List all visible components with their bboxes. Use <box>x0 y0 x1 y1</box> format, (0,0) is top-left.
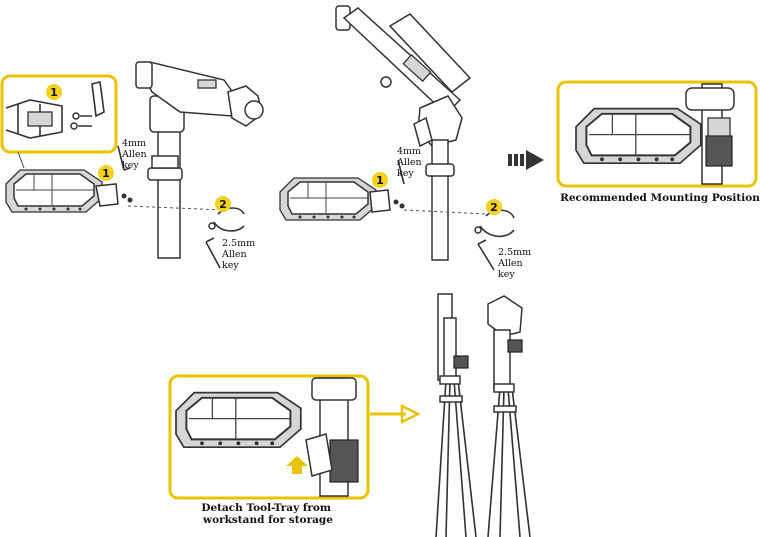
caption-detach: Detach Tool-Tray from workstand for stor… <box>201 502 334 526</box>
tray-bracket-middle <box>369 189 405 213</box>
allen-key-4mm-middle <box>397 159 405 185</box>
step-badge-1-callout <box>46 84 62 100</box>
allen-key-25mm-left <box>205 237 221 269</box>
workstand-arm-middle <box>335 5 472 261</box>
guide-line-middle <box>403 209 489 215</box>
clamp-ring-middle <box>474 209 515 238</box>
step-number-1-left: 1 <box>102 167 110 180</box>
workstand-clamp-left <box>135 61 264 259</box>
up-arrow-icon <box>286 456 308 474</box>
callout-box-storage <box>168 374 370 500</box>
progression-arrow-icon <box>508 150 544 170</box>
tool-tray-middle <box>279 177 377 221</box>
allen-key-4mm-left <box>117 145 131 171</box>
step-badge-2-left <box>215 196 231 212</box>
tray-bracket-left <box>95 183 133 207</box>
step-badge-1-middle <box>372 172 388 188</box>
guide-line-left <box>127 205 225 211</box>
tool-tray-left <box>5 169 103 213</box>
label-25mm-allen-left: 2.5mm Allen key <box>221 238 258 271</box>
caption-recommended-mounting: Recommended Mounting Position <box>560 192 760 204</box>
clamp-ring-left <box>208 207 245 232</box>
callout-box-bracket <box>0 74 118 154</box>
folded-workstand-2 <box>487 295 531 537</box>
step-number-2-left: 2 <box>219 198 227 211</box>
step-number-2-middle: 2 <box>490 201 498 214</box>
label-4mm-allen-left: 4mm Allen key <box>121 138 150 171</box>
step-number-1-middle: 1 <box>376 174 384 187</box>
storage-arrow-icon <box>370 403 421 425</box>
callout-box-recommended <box>556 80 758 188</box>
label-4mm-allen-middle: 4mm Allen key <box>396 146 425 179</box>
step-badge-2-middle <box>486 199 502 215</box>
step-badge-1-left <box>98 165 114 181</box>
allen-key-25mm-middle <box>477 239 495 271</box>
step-number-1-callout: 1 <box>50 86 58 99</box>
folded-workstand-1 <box>435 293 477 537</box>
label-25mm-allen-middle: 2.5mm Allen key <box>497 247 534 280</box>
